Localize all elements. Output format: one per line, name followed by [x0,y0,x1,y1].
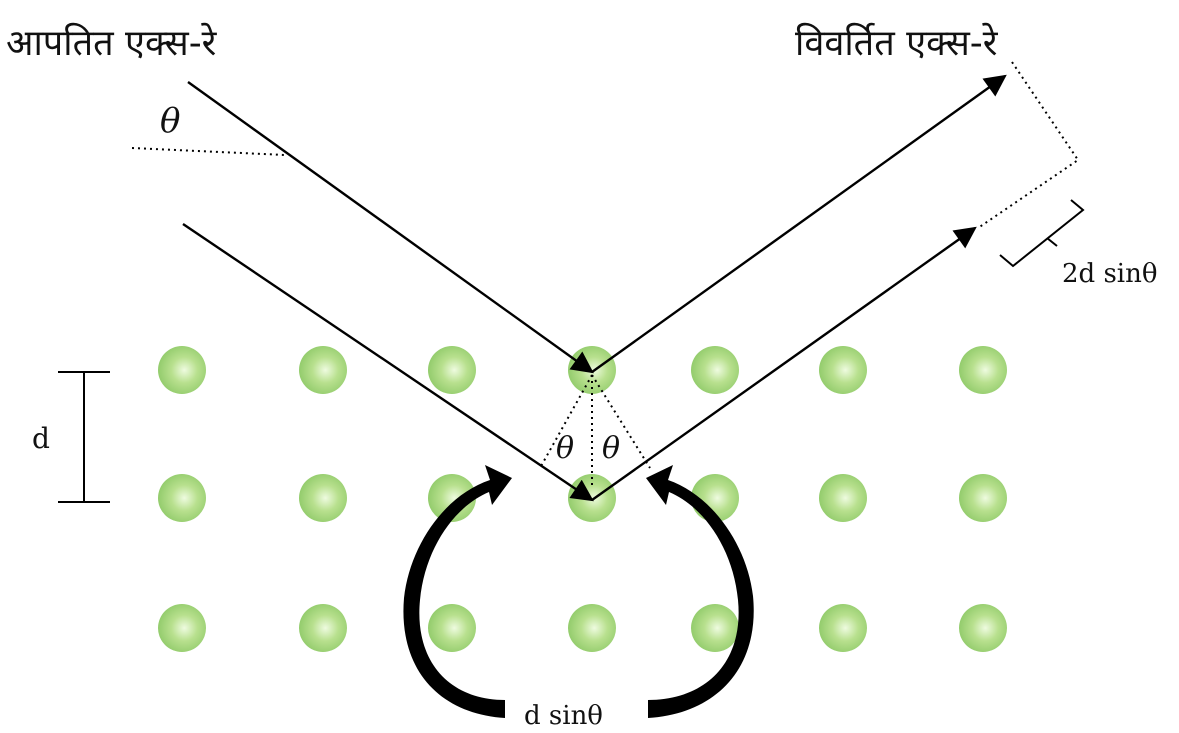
lattice-atom [819,474,867,522]
lattice-atom [959,346,1007,394]
lattice-atom [691,604,739,652]
path-difference-bracket [999,199,1085,268]
spacing-label: d [32,422,50,455]
wavefront-right [591,374,651,469]
theta-reference-line [131,147,286,156]
incident-ray-top [187,81,594,374]
right-angle-label: θ [602,431,620,466]
lattice-atom [568,474,616,522]
lattice-atom [959,474,1007,522]
incident-xray-label: आपतित एक्स-रे [6,22,218,64]
lattice-atom [158,474,206,522]
lattice-atom [568,346,616,394]
diffracted-ray-top [591,74,1007,373]
lattice-atom [819,346,867,394]
path-difference-label: 2d sinθ [1062,259,1158,289]
incidence-angle-label: θ [160,101,180,141]
half-path-difference-label: d sinθ [524,701,603,731]
spacing-bar [58,371,110,503]
lattice-atom [428,474,476,522]
lattice-atom [691,346,739,394]
left-curved-arrow [403,465,512,718]
lattice-atom [299,474,347,522]
lattice-atom [428,346,476,394]
diffracted-xray-label: विवर्तित एक्स-रे [795,22,999,64]
lattice-atom [158,604,206,652]
lattice-atom [568,604,616,652]
lattice-atom [158,346,206,394]
diffracted-ray-bottom [591,226,977,501]
lattice-atom [959,604,1007,652]
lattice-atom [299,346,347,394]
bracket-tick [1046,237,1058,247]
lattice-atom [299,604,347,652]
lattice-atom [819,604,867,652]
right-curved-arrow [646,465,754,718]
lattice-atom [428,604,476,652]
incident-ray-bottom [182,223,594,502]
left-angle-label: θ [556,431,574,466]
path-difference-guide [977,61,1080,229]
